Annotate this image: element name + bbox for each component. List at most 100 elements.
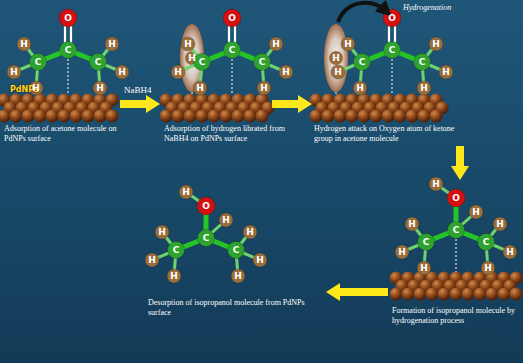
adsorption-line: [68, 59, 69, 94]
atom: [167, 269, 181, 283]
atom: [418, 234, 435, 251]
pd-particle: [394, 110, 407, 123]
atom: [243, 225, 257, 239]
atom: [17, 37, 31, 51]
pd-particle: [418, 110, 431, 123]
atom: [145, 253, 159, 267]
atom: [257, 81, 271, 95]
molecule: [145, 185, 267, 283]
atom-symbol: H: [420, 84, 428, 93]
pd-particle: [426, 288, 439, 301]
atom: [193, 81, 207, 95]
atom-symbol: H: [432, 40, 440, 49]
atom-symbol: C: [483, 238, 490, 247]
atom-symbol: H: [246, 228, 254, 237]
step-caption: Desorption of isopropanol molecule from …: [148, 298, 308, 317]
atom-symbol: H: [506, 248, 514, 257]
pd-surface: [390, 272, 523, 301]
atom-symbol: H: [356, 84, 364, 93]
atom-symbol: C: [419, 58, 426, 67]
atom: [279, 65, 293, 79]
pd-particle: [256, 110, 269, 123]
atom-symbol: H: [272, 40, 280, 49]
atom: [90, 54, 107, 71]
adsorption-line: [232, 59, 233, 94]
adsorption-line: [336, 92, 337, 96]
atom-symbol: H: [398, 248, 406, 257]
atom-symbol: H: [188, 54, 196, 63]
atom: [155, 225, 169, 239]
atom-symbol: C: [453, 226, 460, 235]
atom: [469, 205, 483, 219]
atom: [254, 54, 271, 71]
step-caption: Adsorption of acetone molecule on PdNPs …: [4, 124, 126, 143]
atom: [59, 9, 77, 27]
atom-symbol: H: [420, 264, 428, 273]
molecule: [395, 177, 517, 275]
pd-particle: [232, 110, 245, 123]
pd-particle: [58, 110, 71, 123]
pd-surface: [160, 94, 275, 123]
atom: [197, 197, 215, 215]
atom: [417, 81, 431, 95]
pd-particle: [70, 110, 83, 123]
atom-symbol: H: [10, 68, 18, 77]
molecule: [171, 9, 293, 95]
atom: [7, 65, 21, 79]
atom-symbol: H: [196, 84, 204, 93]
atom: [228, 242, 245, 259]
pd-particle: [402, 288, 415, 301]
atom-symbol: C: [65, 46, 72, 55]
atom-symbol: C: [95, 58, 102, 67]
pd-particle: [430, 110, 443, 123]
molecule: [7, 9, 129, 95]
pd-particle: [196, 110, 209, 123]
atom: [354, 54, 371, 71]
pd-particle: [0, 110, 11, 123]
pd-particle: [438, 288, 451, 301]
pd-particle: [82, 110, 95, 123]
atom-symbol: C: [389, 46, 396, 55]
pd-particle: [498, 288, 511, 301]
hydrogen-glow: [324, 24, 348, 92]
process-label: Hydrogenation: [403, 4, 451, 12]
atom: [168, 242, 185, 259]
atom: [353, 81, 367, 95]
atom-symbol: C: [423, 238, 430, 247]
pd-particle: [334, 110, 347, 123]
atom-symbol: H: [432, 180, 440, 189]
atom-symbol: C: [259, 58, 266, 67]
atom: [417, 261, 431, 275]
hydrogenation-arrow: [338, 3, 386, 22]
atom: [448, 222, 465, 239]
atom: [253, 253, 267, 267]
atom-symbol: C: [233, 246, 240, 255]
atom-symbol: H: [158, 228, 166, 237]
pd-particle: [34, 110, 47, 123]
atom: [60, 42, 77, 59]
pd-particle: [406, 110, 419, 123]
atom: [269, 37, 283, 51]
atom-symbol: C: [173, 246, 180, 255]
adsorption-line: [392, 59, 393, 94]
pd-particle: [486, 288, 499, 301]
atom: [384, 42, 401, 59]
pd-particle: [244, 110, 257, 123]
atom: [171, 65, 185, 79]
pd-particle: [462, 288, 475, 301]
atom-symbol: C: [199, 58, 206, 67]
atom-symbol: C: [229, 46, 236, 55]
atom: [429, 37, 443, 51]
step-caption: Formation of isopropanol molecule by hyd…: [392, 306, 520, 325]
atom-symbol: H: [408, 220, 416, 229]
adsorption-line: [456, 239, 457, 272]
atom-symbol: H: [182, 188, 190, 197]
pd-particle: [46, 110, 59, 123]
atom: [447, 189, 465, 207]
atom-symbol: O: [452, 194, 460, 203]
atom: [93, 81, 107, 95]
atom-symbol: H: [20, 40, 28, 49]
atom-symbol: H: [484, 264, 492, 273]
pd-particle: [382, 110, 395, 123]
atom-symbol: H: [170, 272, 178, 281]
